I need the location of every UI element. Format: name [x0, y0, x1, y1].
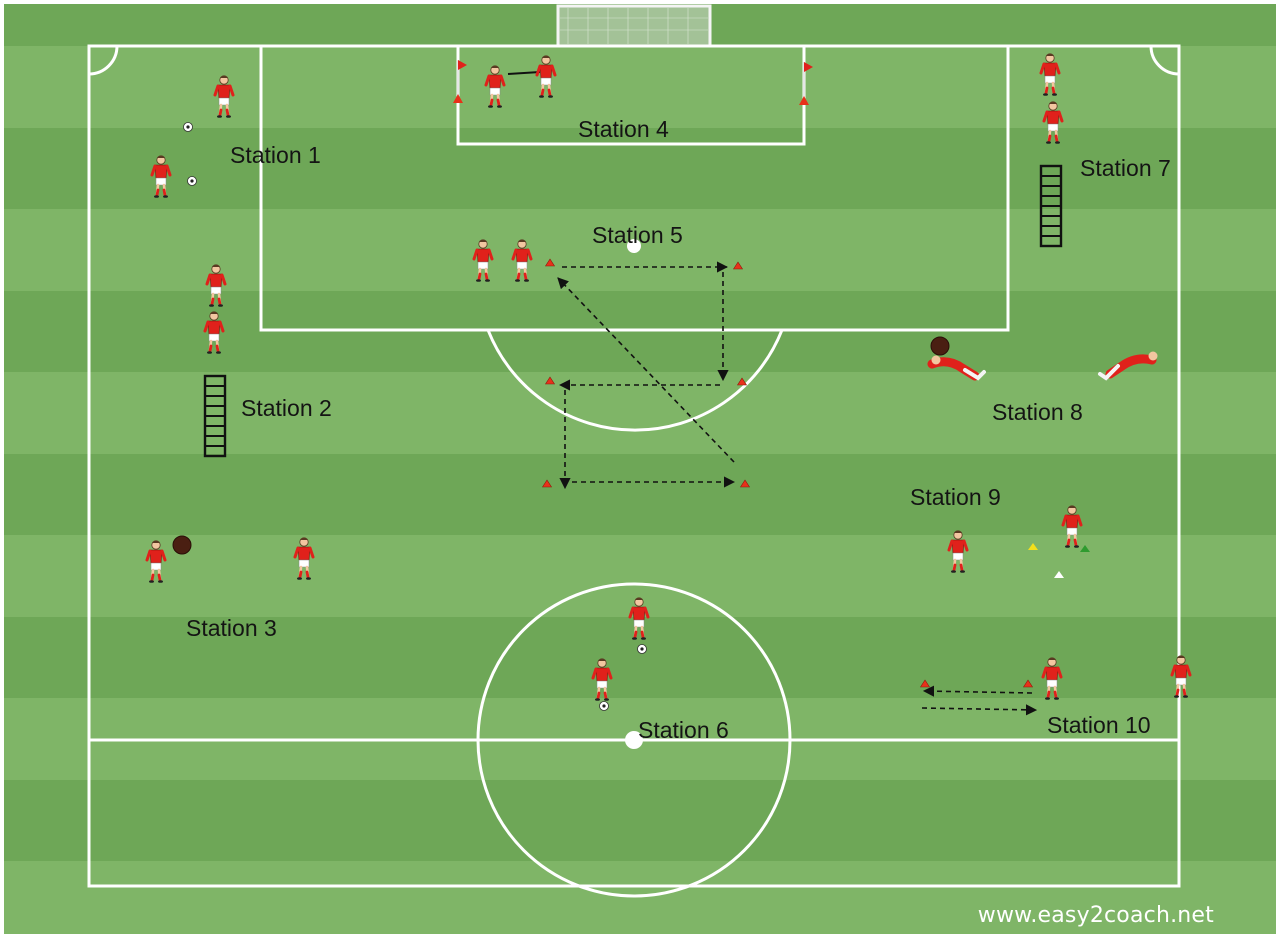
station-2-label: Station 2	[241, 395, 332, 421]
pitch-lines	[87, 44, 1181, 898]
ball	[187, 176, 197, 186]
station-1-label: Station 1	[230, 142, 321, 168]
player-situp	[1098, 351, 1158, 381]
station-9-label: Station 9	[910, 484, 1001, 510]
goal	[556, 4, 712, 48]
cone	[1080, 545, 1090, 552]
medicine-ball	[172, 535, 192, 555]
ball	[637, 644, 647, 654]
movement-arrows	[921, 685, 1038, 716]
station-8-label: Station 8	[992, 399, 1083, 425]
cone	[1028, 543, 1038, 550]
player-situp	[927, 355, 986, 381]
ball	[599, 701, 609, 711]
station-10-label: Station 10	[1047, 712, 1151, 738]
penalty-spot	[627, 239, 641, 253]
movement-arrows	[557, 261, 736, 490]
tether-rope	[507, 71, 541, 75]
watermark: www.easy2coach.net	[977, 903, 1214, 928]
center-spot	[625, 731, 643, 749]
medicine-ball	[930, 336, 950, 356]
cone	[1054, 571, 1064, 578]
station-4-label: Station 4	[578, 116, 669, 142]
station-3-label: Station 3	[186, 615, 277, 641]
station-5-label: Station 5	[592, 222, 683, 248]
ball	[183, 122, 193, 132]
station-6-label: Station 6	[638, 717, 729, 743]
station-7-label: Station 7	[1080, 155, 1171, 181]
